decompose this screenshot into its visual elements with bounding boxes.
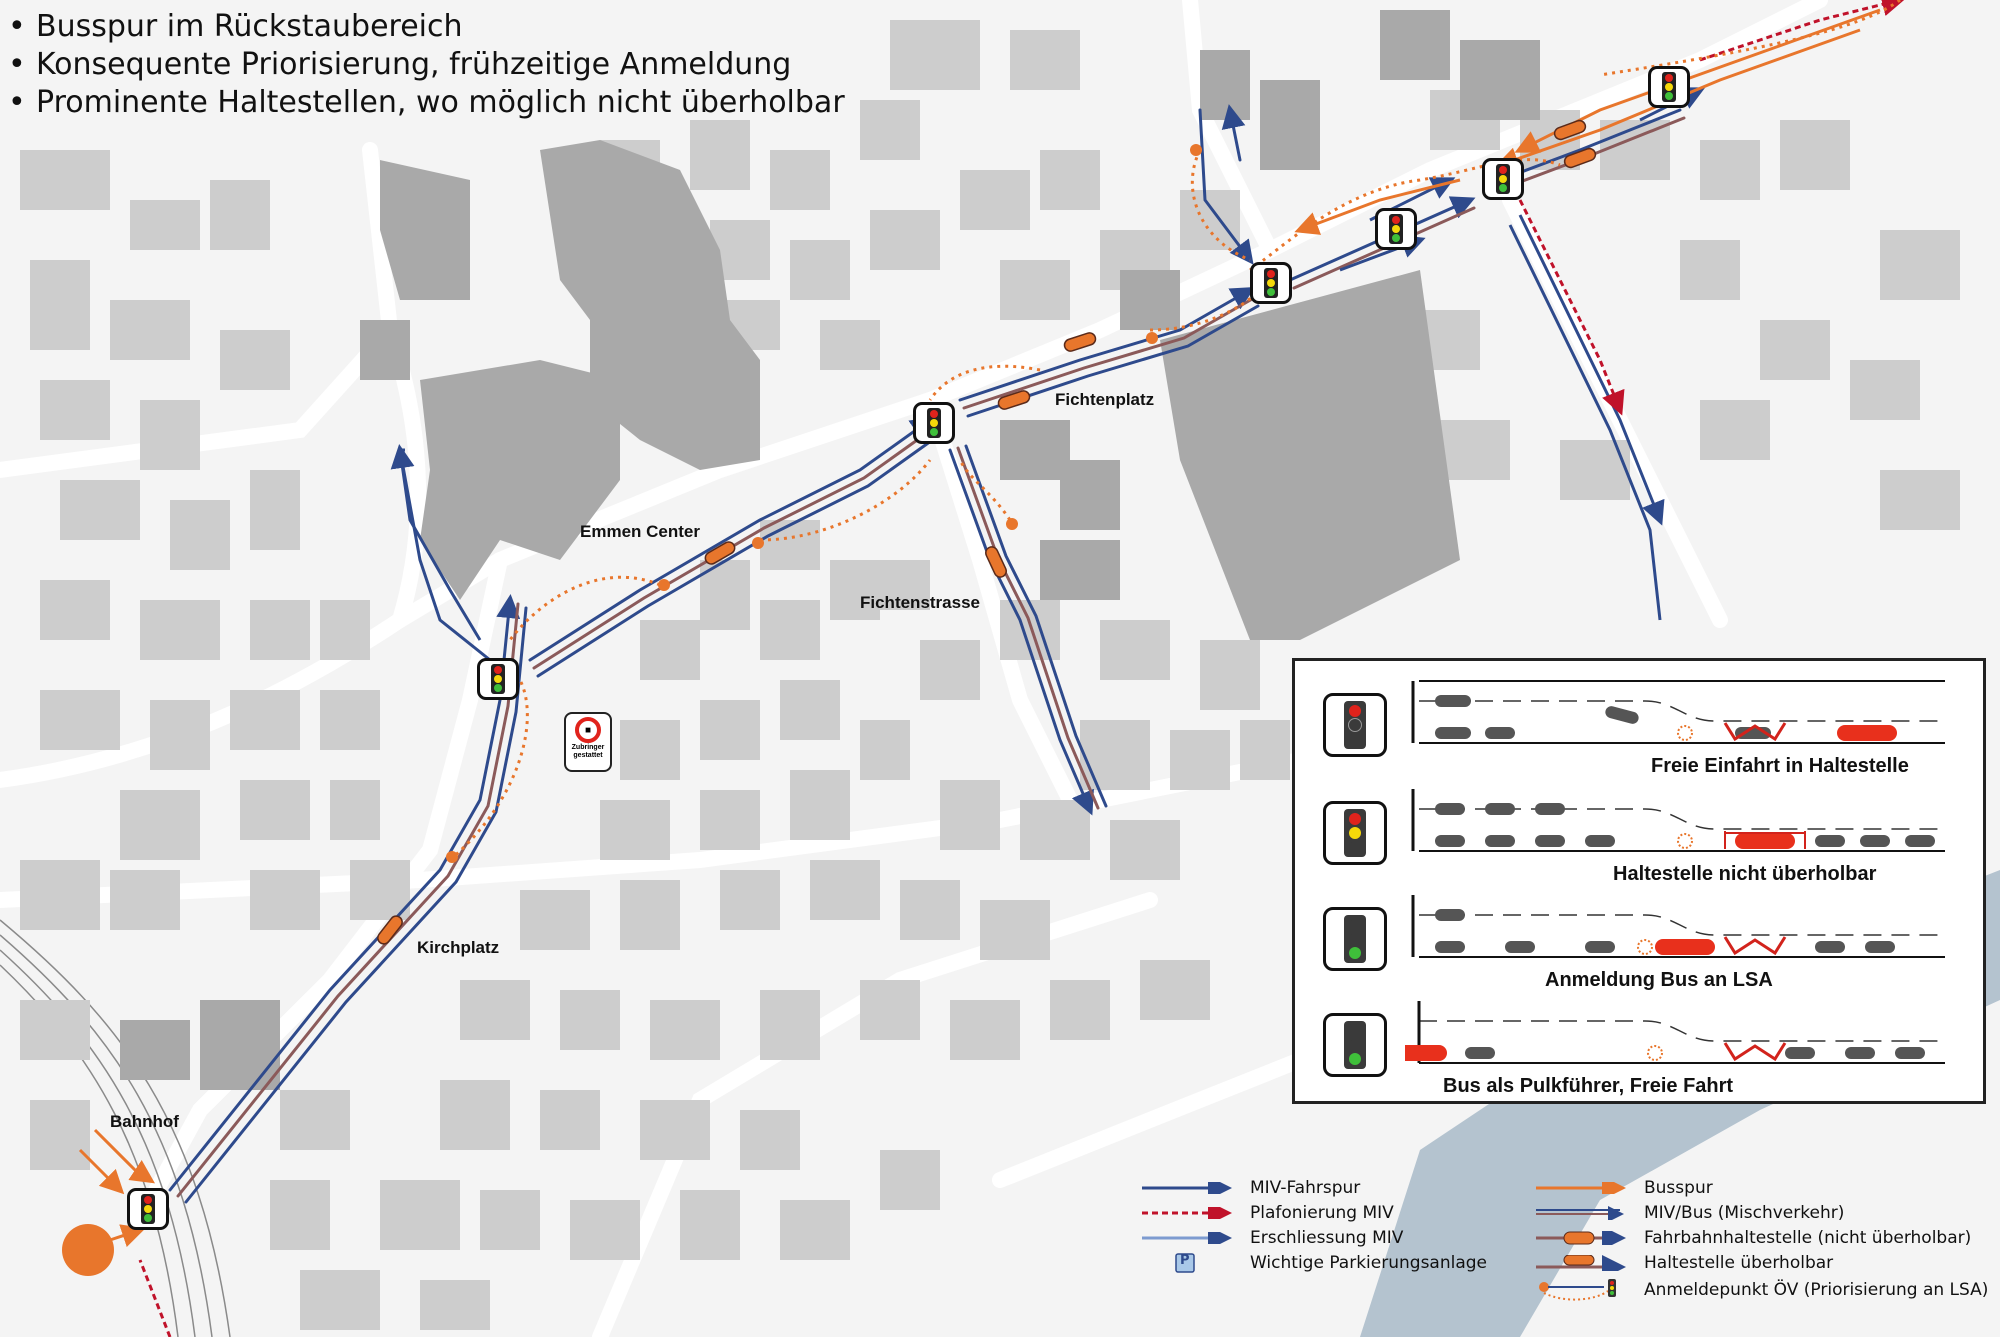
place-label-fichtenstrasse: Fichtenstrasse bbox=[860, 593, 980, 612]
key-point: Konsequente Priorisierung, frühzeitige A… bbox=[8, 46, 845, 84]
registration-dots bbox=[62, 144, 1202, 1276]
place-label-bahnhof: Bahnhof bbox=[110, 1112, 179, 1131]
buildings-dark bbox=[120, 10, 1540, 1090]
legend-label: Fahrbahnhaltestelle (nicht überholbar) bbox=[1644, 1228, 1972, 1248]
legend-label: MIV/Bus (Mischverkehr) bbox=[1644, 1203, 1845, 1223]
legend-label: Plafonierung MIV bbox=[1250, 1203, 1394, 1223]
legend-item: Erschliessung MIV bbox=[1140, 1226, 1403, 1250]
legend-label: Wichtige Parkierungsanlage bbox=[1250, 1253, 1488, 1273]
scenario-caption: Bus als Pulkführer, Freie Fahrt bbox=[1443, 1075, 1734, 1097]
traffic-light-icon bbox=[1375, 208, 1417, 250]
legend-label: Busspur bbox=[1644, 1178, 1713, 1198]
scenario-row: Anmeldung Bus an LSA bbox=[1295, 885, 1983, 995]
scenario-row: Haltestelle nicht überholbar bbox=[1295, 779, 1983, 889]
bus-stops bbox=[377, 119, 1597, 945]
traffic-light-icon bbox=[477, 658, 519, 700]
scenario-row: Freie Einfahrt in Haltestelle bbox=[1295, 671, 1983, 781]
legend-item: Anmeldepunkt ÖV (Priorisierung an LSA) bbox=[1534, 1278, 1988, 1302]
registration-points bbox=[449, 0, 1901, 862]
place-label-kirchplatz: Kirchplatz bbox=[417, 938, 500, 957]
legend-label: Anmeldepunkt ÖV (Priorisierung an LSA) bbox=[1644, 1280, 1989, 1300]
key-point: Prominente Haltestellen, wo möglich nich… bbox=[8, 84, 845, 122]
traffic-light-icon bbox=[1323, 1013, 1387, 1077]
map-legend: MIV-Fahrspur Plafonierung MIV Erschliess… bbox=[1140, 1176, 2000, 1336]
traffic-light-icon bbox=[1323, 907, 1387, 971]
traffic-light-icon bbox=[913, 402, 955, 444]
traffic-light-icon bbox=[1482, 158, 1524, 200]
legend-item: Haltestelle überholbar bbox=[1534, 1251, 1833, 1275]
legend-item: Busspur bbox=[1534, 1176, 1713, 1200]
place-label-emmen-center: Emmen Center bbox=[580, 522, 700, 541]
sign-text: Zubringer gestattet bbox=[571, 744, 605, 759]
traffic-light-icon bbox=[1323, 693, 1387, 757]
traffic-light-icon bbox=[1648, 66, 1690, 108]
traffic-light-icon bbox=[1250, 262, 1292, 304]
legend-item: P Wichtige Parkierungsanlage bbox=[1140, 1251, 1487, 1275]
legend-item: Plafonierung MIV bbox=[1140, 1201, 1394, 1225]
legend-item: MIV/Bus (Mischverkehr) bbox=[1534, 1201, 1844, 1225]
place-label-fichtenplatz: Fichtenplatz bbox=[1055, 390, 1155, 409]
scenario-caption: Anmeldung Bus an LSA bbox=[1545, 969, 1773, 991]
legend-item: Fahrbahnhaltestelle (nicht überholbar) bbox=[1534, 1226, 1971, 1250]
legend-item: MIV-Fahrspur bbox=[1140, 1176, 1360, 1200]
traffic-light-icon bbox=[1323, 801, 1387, 865]
key-points-list: Busspur im Rückstaubereich Konsequente P… bbox=[8, 8, 845, 122]
key-point: Busspur im Rückstaubereich bbox=[8, 8, 845, 46]
parking-icon-label: P bbox=[1180, 1253, 1190, 1268]
legend-label: MIV-Fahrspur bbox=[1250, 1178, 1361, 1198]
scenario-row: Bus als Pulkführer, Freie Fahrt bbox=[1295, 991, 1983, 1101]
traffic-light-icon bbox=[127, 1188, 169, 1230]
bus-priority-scenarios-panel: Freie Einfahrt in Haltestelle Haltestell… bbox=[1292, 658, 1986, 1104]
scenario-caption: Freie Einfahrt in Haltestelle bbox=[1651, 755, 1909, 777]
route-plafonierung bbox=[138, 0, 1906, 1337]
legend-label: Haltestelle überholbar bbox=[1644, 1253, 1834, 1273]
scenario-caption: Haltestelle nicht überholbar bbox=[1613, 863, 1877, 885]
legend-label: Erschliessung MIV bbox=[1250, 1228, 1404, 1248]
no-vehicles-icon: ■ bbox=[575, 717, 601, 743]
no-entry-except-access-sign: ■ Zubringer gestattet bbox=[564, 712, 612, 772]
